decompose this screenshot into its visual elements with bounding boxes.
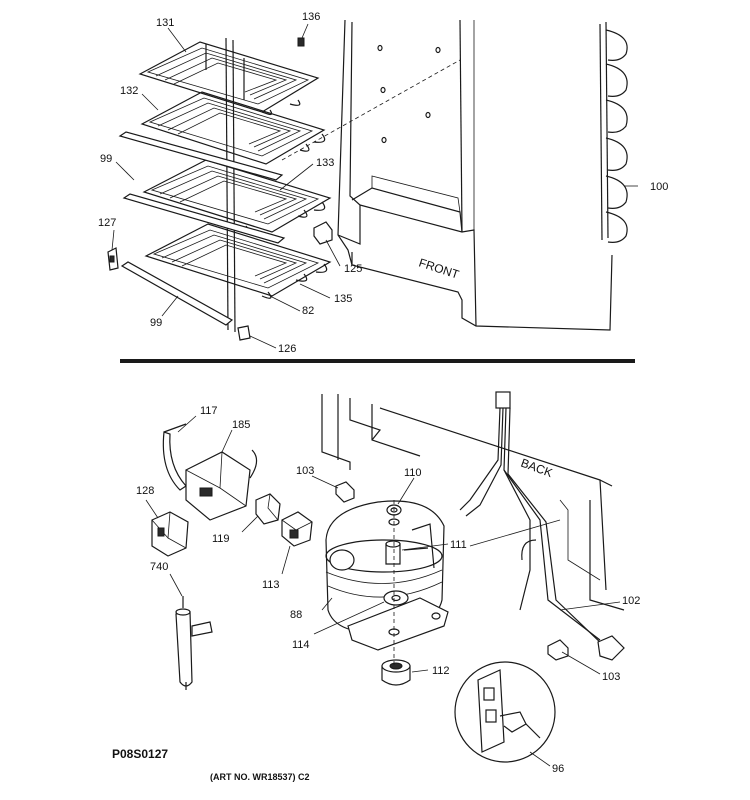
figure-code: P08S0127 — [112, 747, 168, 761]
part-label-111: 111 — [450, 539, 467, 551]
art-number: (ART NO. WR18537) C2 — [210, 772, 310, 782]
part-label-185: 185 — [232, 419, 250, 431]
part-label-88: 88 — [290, 609, 302, 621]
shelf-rail-99-lower — [120, 261, 234, 326]
capacitor-128 — [151, 511, 189, 557]
cover-117 — [162, 423, 187, 491]
part-label-135: 135 — [334, 293, 352, 305]
part-label-113: 113 — [262, 579, 280, 591]
part-label-125: 125 — [344, 263, 362, 275]
terminal-cover-113 — [281, 511, 313, 547]
part-label-128: 128 — [136, 485, 154, 497]
part-label-132: 132 — [120, 85, 138, 97]
part-label-133: 133 — [316, 157, 334, 169]
shelf-rail-99-middle — [122, 193, 286, 244]
leader-lines-upper — [111, 23, 638, 349]
part-label-114: 114 — [292, 639, 310, 651]
outlet-detail-96 — [454, 661, 556, 763]
part-label-127: 127 — [98, 217, 116, 229]
evaporator-coil — [599, 21, 628, 243]
dryer-740 — [175, 596, 213, 690]
wire-shelf-135 — [144, 223, 332, 299]
part-label-117: 117 — [200, 405, 218, 417]
bracket-103-lower — [547, 639, 569, 661]
relay-185 — [185, 449, 258, 521]
cabinet-back — [321, 394, 625, 611]
part-label-136: 136 — [302, 11, 320, 23]
part-label-100: 100 — [650, 181, 668, 193]
bracket-127 — [107, 247, 119, 271]
bracket-103-upper — [335, 481, 355, 503]
wire-shelf-132 — [140, 91, 326, 165]
front-label: FRONT — [417, 256, 461, 282]
part-label-99-upper: 99 — [100, 153, 112, 165]
part-label-102: 102 — [622, 595, 640, 607]
part-label-112: 112 — [432, 665, 450, 677]
wire-shelf-131 — [138, 41, 320, 116]
sleeve-111 — [385, 540, 401, 565]
part-label-740: 740 — [150, 561, 168, 573]
part-label-131: 131 — [156, 17, 174, 29]
shelf-rail-99-upper — [118, 131, 284, 181]
freezer-cabinet — [337, 19, 613, 331]
part-label-126: 126 — [278, 343, 296, 355]
part-label-110: 110 — [404, 467, 422, 479]
leader-lines-lower — [145, 415, 621, 767]
part-label-119: 119 — [212, 533, 230, 545]
shelf-supports — [205, 37, 245, 333]
connector-119 — [255, 493, 281, 525]
section-divider — [120, 359, 635, 363]
part-label-103-lower: 103 — [602, 671, 620, 683]
rubber-foot-112 — [381, 659, 411, 686]
bracket-125 — [313, 221, 333, 245]
clip-136 — [297, 37, 305, 47]
washer-114 — [383, 590, 409, 606]
power-cord — [459, 391, 625, 661]
compressor-88 — [325, 500, 449, 651]
part-label-99-lower: 99 — [150, 317, 162, 329]
clip-126 — [237, 325, 251, 341]
part-label-82: 82 — [302, 305, 314, 317]
wire-shelf-133 — [142, 159, 332, 233]
part-label-103-upper: 103 — [296, 465, 314, 477]
part-label-96: 96 — [552, 763, 564, 775]
